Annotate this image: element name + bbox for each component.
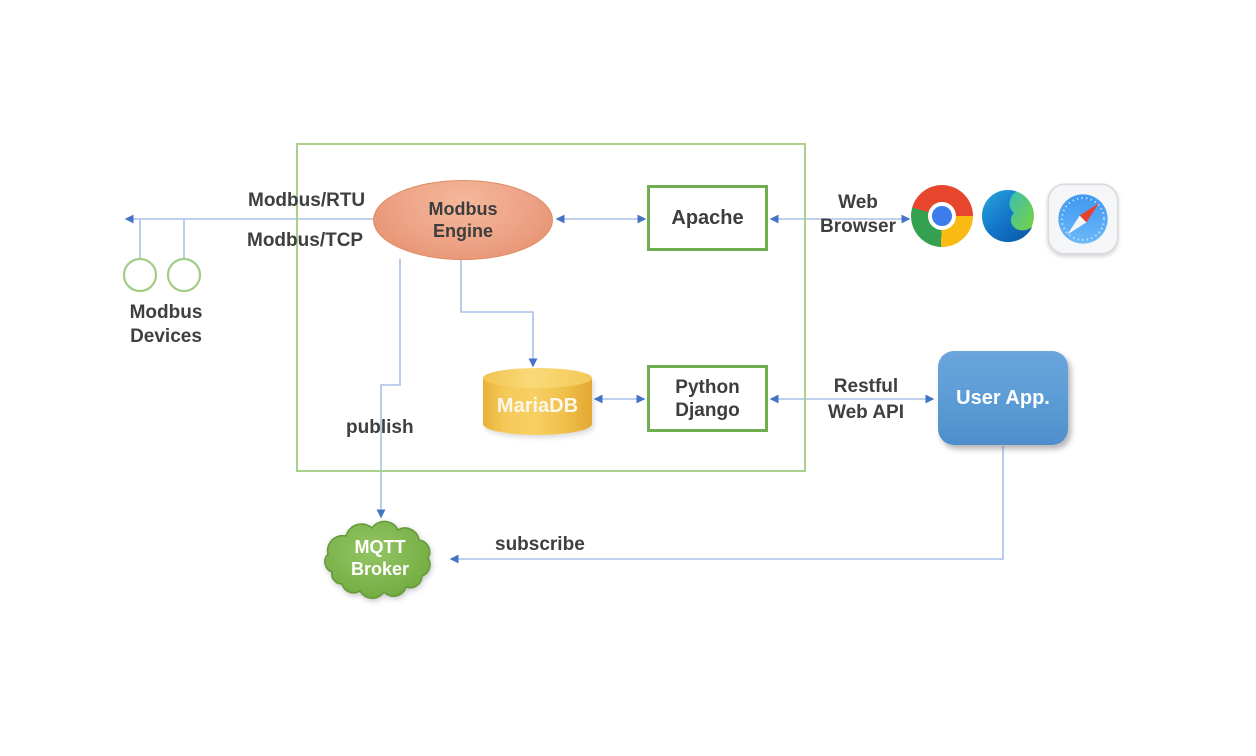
mqtt-broker-label: MQTT Broker [350,537,410,579]
publish-label: publish [346,417,414,438]
connector-engine-mariadb [460,258,538,368]
modbus-engine-node: Modbus Engine [373,180,553,260]
python-django-node: Python Django [647,365,768,432]
modbus-devices-label: Modbus Devices [129,302,203,347]
modbus-device-circle-1 [122,257,158,293]
mariadb-node: MariaDB [483,368,592,435]
edge-browser-icon [982,190,1034,242]
chrome-hub [928,202,956,230]
modbus-rtu-label: Modbus/RTU [248,190,366,211]
safari-browser-icon [1047,183,1119,255]
restful-web-api-label: Restful Web API [827,376,904,423]
web-browser-label: Web Browser [819,192,897,237]
modbus-tcp-label: Modbus/TCP [247,230,364,251]
system-boundary-box [296,143,806,472]
connector-subscribe [449,446,1004,564]
chrome-browser-icon [911,185,973,247]
cloud-icon [324,520,431,600]
mqtt-broker-node: MQTT Broker [316,514,444,606]
apache-node: Apache [647,185,768,251]
modbus-device-circle-2 [166,257,202,293]
mariadb-label: MariaDB [496,394,579,417]
user-app-node: User App. [938,351,1068,445]
subscribe-label: subscribe [495,534,585,555]
connector-publish [376,259,401,519]
